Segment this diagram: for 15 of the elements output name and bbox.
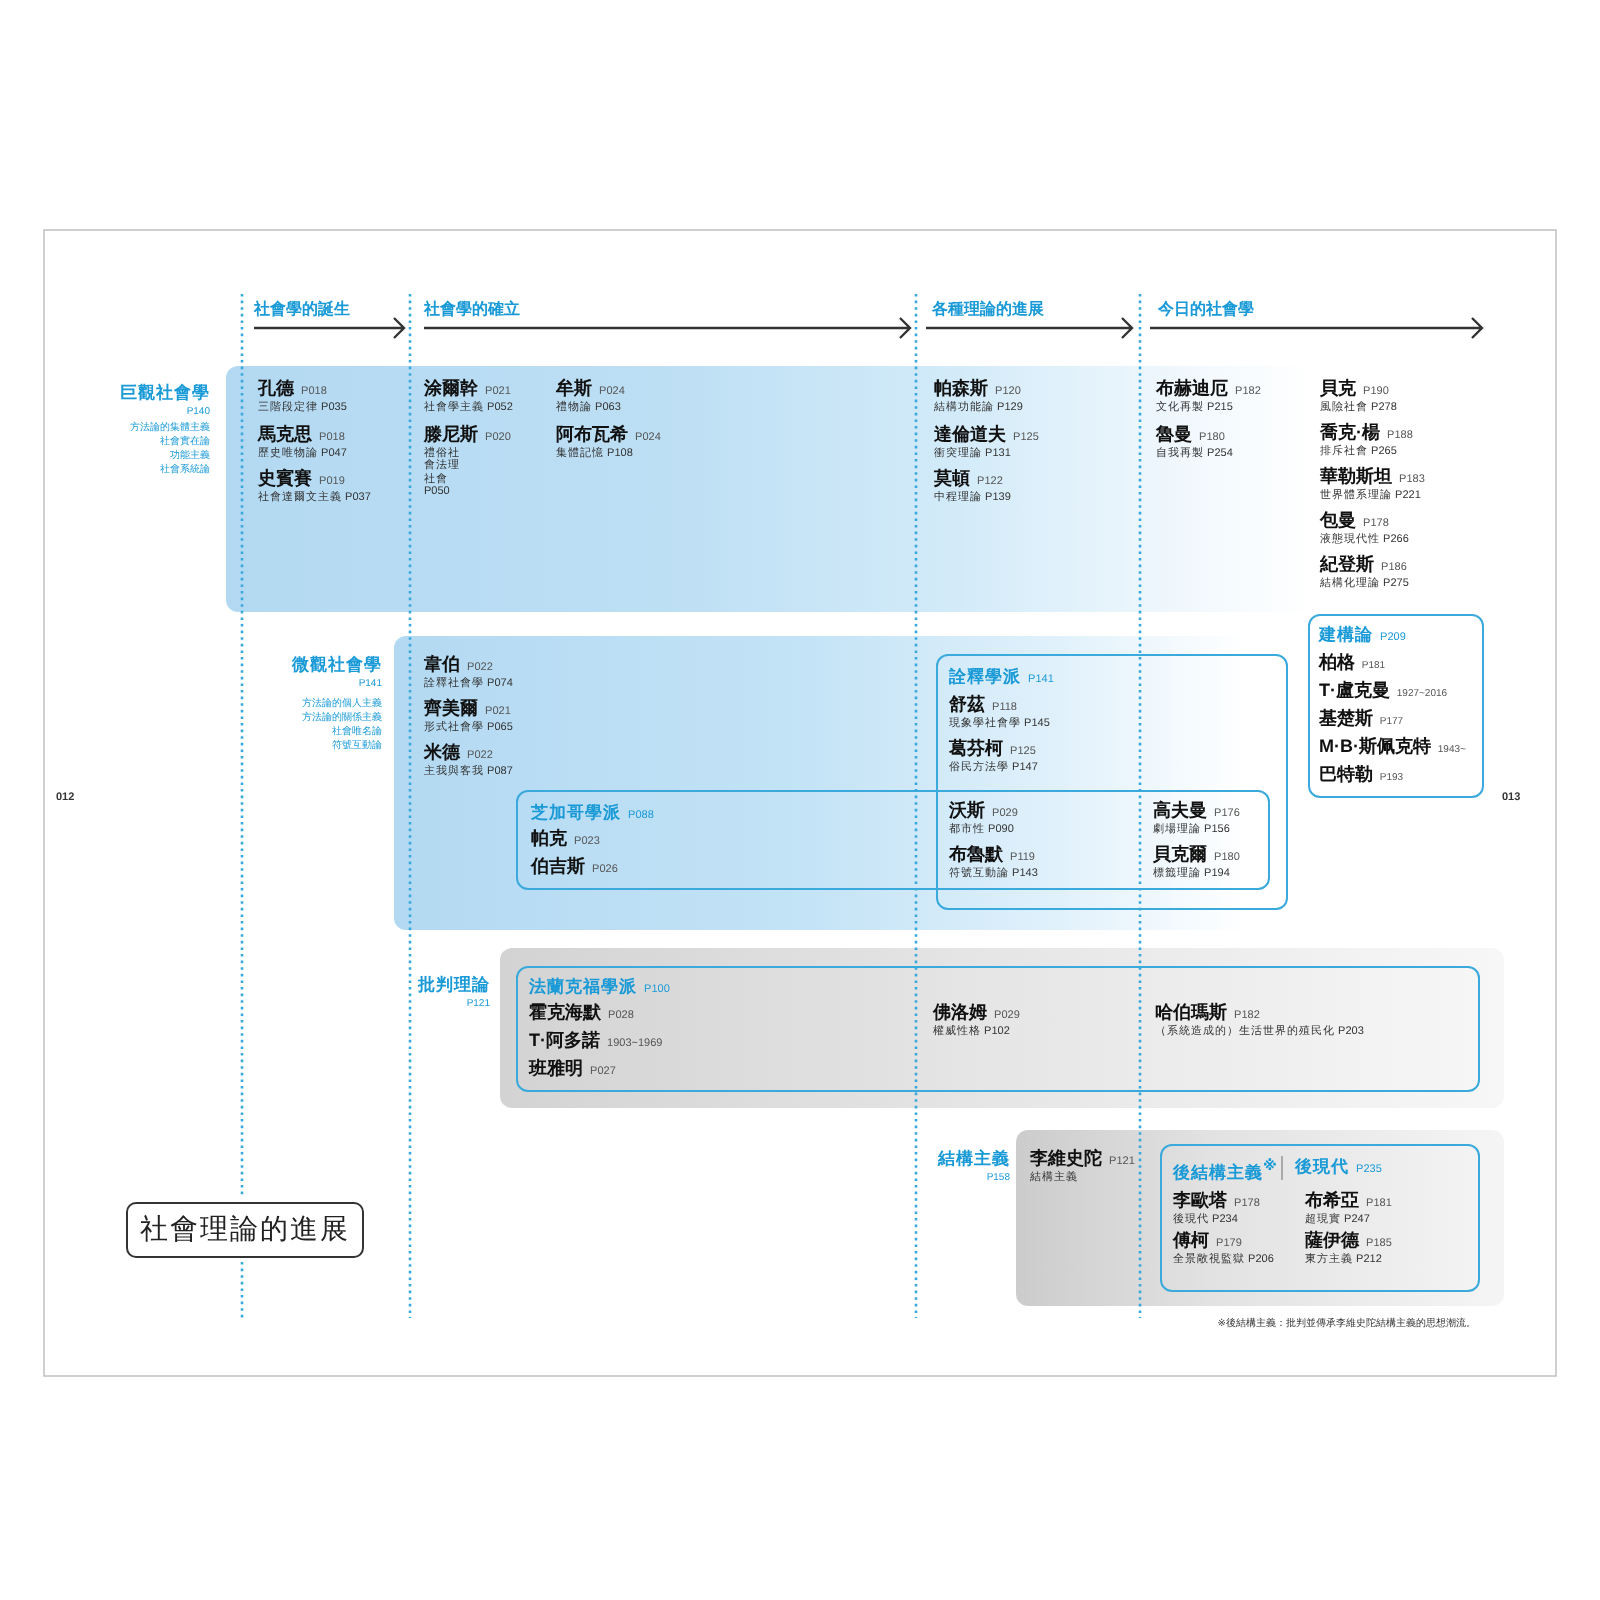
group-box [516,790,1270,890]
section-heading: 巨觀社會學 [120,382,210,402]
section-heading: 結構主義 [938,1148,1010,1168]
group-heading: 後結構主義$^{※}$ [1173,1156,1277,1184]
group-box [1160,1144,1480,1292]
group-box [936,654,1288,910]
section-heading: 微觀社會學 [292,654,382,674]
group-box [1308,614,1484,798]
title-box: 社會理論的進展 [126,1202,364,1258]
period-heading: 今日的社會學 [1158,300,1254,320]
group-box [516,966,1480,1092]
period-heading: 社會學的誕生 [254,300,350,320]
section-heading: 批判理論 [418,974,490,994]
period-heading: 社會學的確立 [424,300,520,320]
period-heading: 各種理論的進展 [932,300,1044,320]
